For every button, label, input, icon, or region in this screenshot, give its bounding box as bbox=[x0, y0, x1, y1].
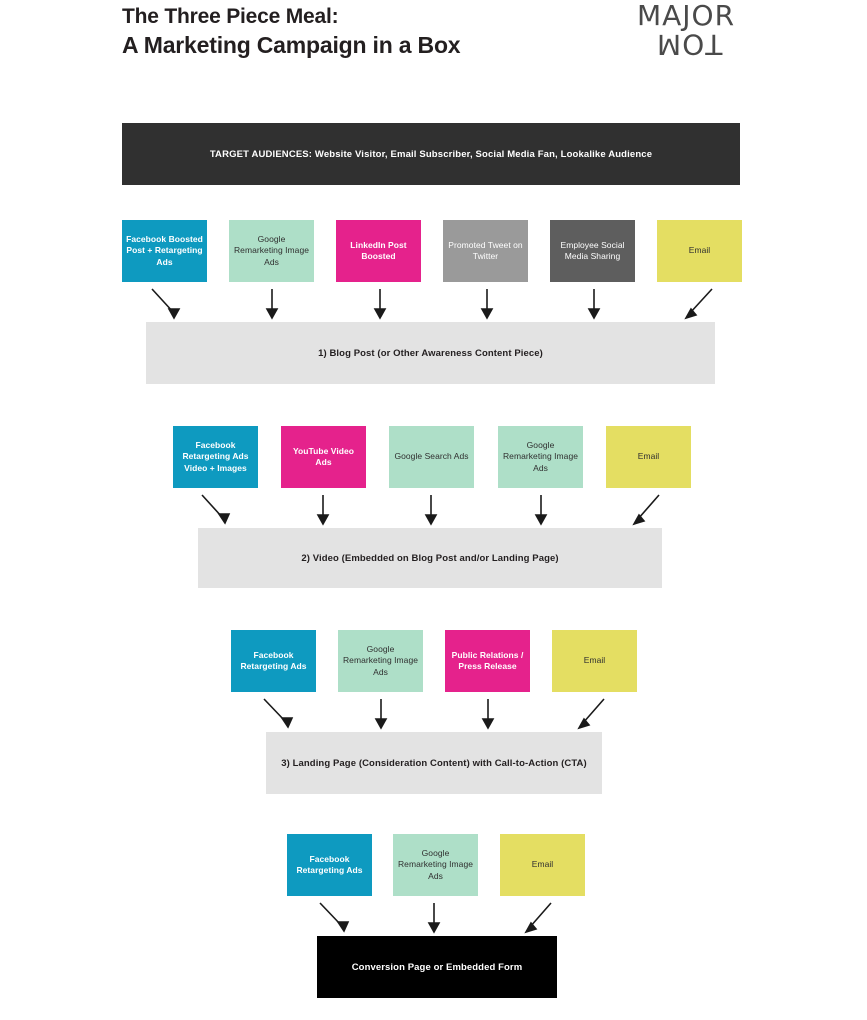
channel-label: Google Remarketing Image Ads bbox=[342, 643, 419, 677]
channel-box-google-remarketing[interactable]: Google Remarketing Image Ads bbox=[229, 220, 314, 282]
channel-label: Google Search Ads bbox=[394, 451, 469, 462]
channel-box-google-remarketing[interactable]: Google Remarketing Image Ads bbox=[393, 834, 478, 896]
stage-4-channel-row: Facebook Retargeting Ads Google Remarket… bbox=[0, 834, 867, 896]
channel-label: Email bbox=[583, 655, 606, 666]
channel-box-promoted-tweet[interactable]: Promoted Tweet on Twitter bbox=[443, 220, 528, 282]
logo-top-row: MAJOR bbox=[626, 2, 746, 30]
channel-label: Facebook Retargeting Ads Video + Images bbox=[182, 439, 249, 473]
channel-label: Email bbox=[688, 245, 711, 256]
stage-1-bar: 1) Blog Post (or Other Awareness Content… bbox=[146, 322, 715, 384]
channel-box-facebook-boosted-post[interactable]: Facebook Boosted Post + Retargeting Ads bbox=[122, 220, 207, 282]
target-audiences-banner: TARGET AUDIENCES: Website Visitor, Email… bbox=[122, 123, 740, 185]
channel-box-email[interactable]: Email bbox=[552, 630, 637, 692]
page-header: The Three Piece Meal: A Marketing Campai… bbox=[0, 0, 867, 100]
channel-box-employee-social-sharing[interactable]: Employee Social Media Sharing bbox=[550, 220, 635, 282]
channel-box-youtube-video-ads[interactable]: YouTube Video Ads bbox=[281, 426, 366, 488]
channel-label: LinkedIn Post Boosted bbox=[350, 239, 407, 262]
stage-4-arrows bbox=[0, 900, 867, 940]
channel-label: YouTube Video Ads bbox=[292, 445, 355, 468]
stage-1-arrows bbox=[0, 286, 867, 326]
target-audiences-text: TARGET AUDIENCES: Website Visitor, Email… bbox=[209, 148, 653, 160]
channel-label: Employee Social Media Sharing bbox=[560, 239, 625, 262]
logo-bottom-row: TOM bbox=[626, 28, 746, 61]
channel-label: Promoted Tweet on Twitter bbox=[448, 239, 523, 262]
channel-box-facebook-retargeting[interactable]: Facebook Retargeting Ads bbox=[287, 834, 372, 896]
channel-label: Google Remarketing Image Ads bbox=[502, 439, 579, 473]
channel-box-email[interactable]: Email bbox=[606, 426, 691, 488]
channel-label: Google Remarketing Image Ads bbox=[397, 847, 474, 881]
channel-label: Email bbox=[637, 451, 660, 462]
channel-box-google-remarketing[interactable]: Google Remarketing Image Ads bbox=[498, 426, 583, 488]
channel-box-public-relations[interactable]: Public Relations / Press Release bbox=[445, 630, 530, 692]
stage-1-bar-label: 1) Blog Post (or Other Awareness Content… bbox=[318, 347, 543, 359]
channel-label: Email bbox=[531, 859, 554, 870]
stage-1-channel-row: Facebook Boosted Post + Retargeting Ads … bbox=[0, 220, 867, 282]
channel-label: Public Relations / Press Release bbox=[451, 649, 524, 672]
stage-4-bar-label: Conversion Page or Embedded Form bbox=[351, 961, 523, 973]
channel-box-facebook-retargeting-video[interactable]: Facebook Retargeting Ads Video + Images bbox=[173, 426, 258, 488]
stage-2-channel-row: Facebook Retargeting Ads Video + Images … bbox=[0, 426, 867, 488]
channel-box-google-remarketing[interactable]: Google Remarketing Image Ads bbox=[338, 630, 423, 692]
stage-2-bar-label: 2) Video (Embedded on Blog Post and/or L… bbox=[301, 552, 559, 564]
page-title: The Three Piece Meal: A Marketing Campai… bbox=[122, 4, 461, 60]
major-tom-logo: MAJOR TOM bbox=[626, 2, 746, 62]
channel-box-linkedin-post[interactable]: LinkedIn Post Boosted bbox=[336, 220, 421, 282]
stage-3-channel-row: Facebook Retargeting Ads Google Remarket… bbox=[0, 630, 867, 692]
channel-box-facebook-retargeting[interactable]: Facebook Retargeting Ads bbox=[231, 630, 316, 692]
stage-3-arrows bbox=[0, 696, 867, 736]
logo-text-major: MAJOR bbox=[636, 0, 736, 32]
stage-3-bar-label: 3) Landing Page (Consideration Content) … bbox=[281, 757, 587, 769]
title-line-1: The Three Piece Meal: bbox=[122, 5, 339, 28]
channel-label: Google Remarketing Image Ads bbox=[233, 233, 310, 267]
channel-label: Facebook Retargeting Ads bbox=[296, 853, 363, 876]
logo-text-tom: TOM bbox=[655, 28, 723, 61]
channel-box-google-search-ads[interactable]: Google Search Ads bbox=[389, 426, 474, 488]
stage-3-bar: 3) Landing Page (Consideration Content) … bbox=[266, 732, 602, 794]
stage-4-bar: Conversion Page or Embedded Form bbox=[317, 936, 557, 998]
title-line-2: A Marketing Campaign in a Box bbox=[122, 32, 461, 58]
stage-2-arrows bbox=[0, 492, 867, 532]
channel-label: Facebook Retargeting Ads bbox=[240, 649, 307, 672]
stage-2-bar: 2) Video (Embedded on Blog Post and/or L… bbox=[198, 528, 662, 588]
channel-box-email[interactable]: Email bbox=[500, 834, 585, 896]
channel-label: Facebook Boosted Post + Retargeting Ads bbox=[126, 233, 203, 267]
channel-box-email[interactable]: Email bbox=[657, 220, 742, 282]
